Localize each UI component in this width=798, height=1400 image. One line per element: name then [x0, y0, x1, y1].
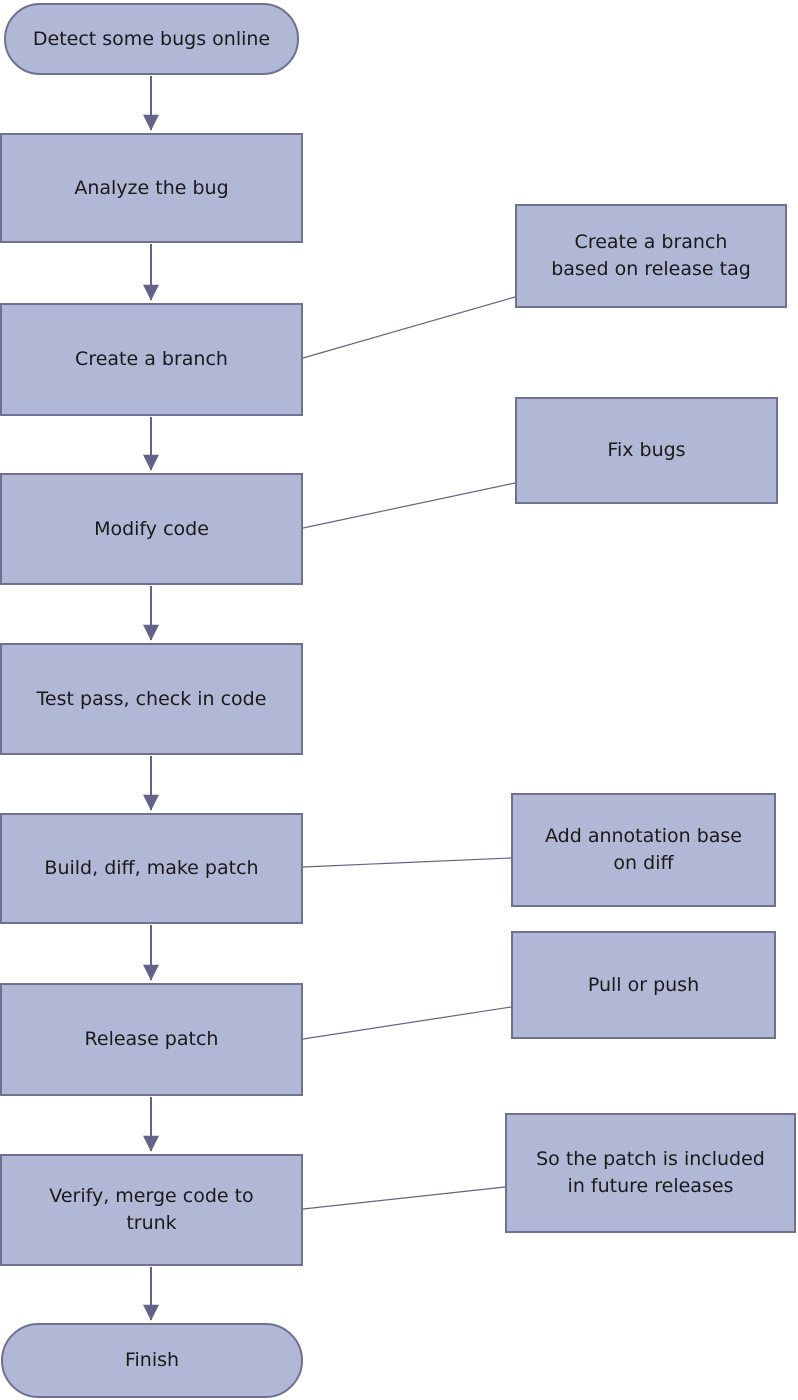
node-create-a-branch: Create a branch: [0, 303, 303, 416]
node-create-branch-label: Create a branch: [75, 348, 228, 371]
node-analyze-the-bug: Analyze the bug: [0, 133, 303, 243]
node-start-label: Detect some bugs online: [32, 27, 271, 50]
node-test-pass-label: Test pass, check in code: [36, 687, 267, 710]
annotation-patch-included-in-future-releases: So the patch is included in future relea…: [505, 1113, 796, 1233]
node-verify-merge-code-to-trunk: Verify, merge code to trunk: [0, 1154, 303, 1266]
annotation-future-label: So the patch is included in future relea…: [536, 1148, 765, 1197]
connector-future-note: [302, 1186, 506, 1210]
node-modify-code: Modify code: [0, 473, 303, 585]
annotation-add-annotation-base-on-diff: Add annotation base on diff: [511, 793, 776, 907]
node-test-pass-check-in-code: Test pass, check in code: [0, 643, 303, 755]
node-build-diff-label: Build, diff, make patch: [44, 857, 259, 880]
annotation-fix-bugs-label: Fix bugs: [607, 439, 686, 462]
connector-create-branch-note: [302, 296, 516, 359]
node-verify-merge-label: Verify, merge code to trunk: [49, 1185, 254, 1234]
node-analyze-label: Analyze the bug: [74, 176, 229, 199]
node-release-patch: Release patch: [0, 983, 303, 1096]
node-modify-code-label: Modify code: [94, 517, 209, 540]
node-build-diff-make-patch: Build, diff, make patch: [0, 813, 303, 924]
node-release-patch-label: Release patch: [84, 1028, 219, 1051]
annotation-branch-note-label: Create a branch based on release tag: [551, 231, 751, 280]
annotation-create-branch-based-on-release-tag: Create a branch based on release tag: [515, 204, 787, 308]
annotation-pull-push-label: Pull or push: [587, 973, 700, 996]
node-finish-terminator: Finish: [1, 1323, 303, 1398]
annotation-pull-or-push: Pull or push: [511, 931, 776, 1039]
connector-annotation-note: [302, 857, 512, 868]
connector-fix-bugs-note: [302, 482, 516, 529]
node-finish-label: Finish: [124, 1349, 180, 1372]
node-start-terminator: Detect some bugs online: [4, 3, 299, 75]
annotation-add-annotation-label: Add annotation base on diff: [545, 825, 742, 874]
connector-pull-push-note: [302, 1006, 512, 1040]
annotation-fix-bugs: Fix bugs: [515, 397, 778, 504]
